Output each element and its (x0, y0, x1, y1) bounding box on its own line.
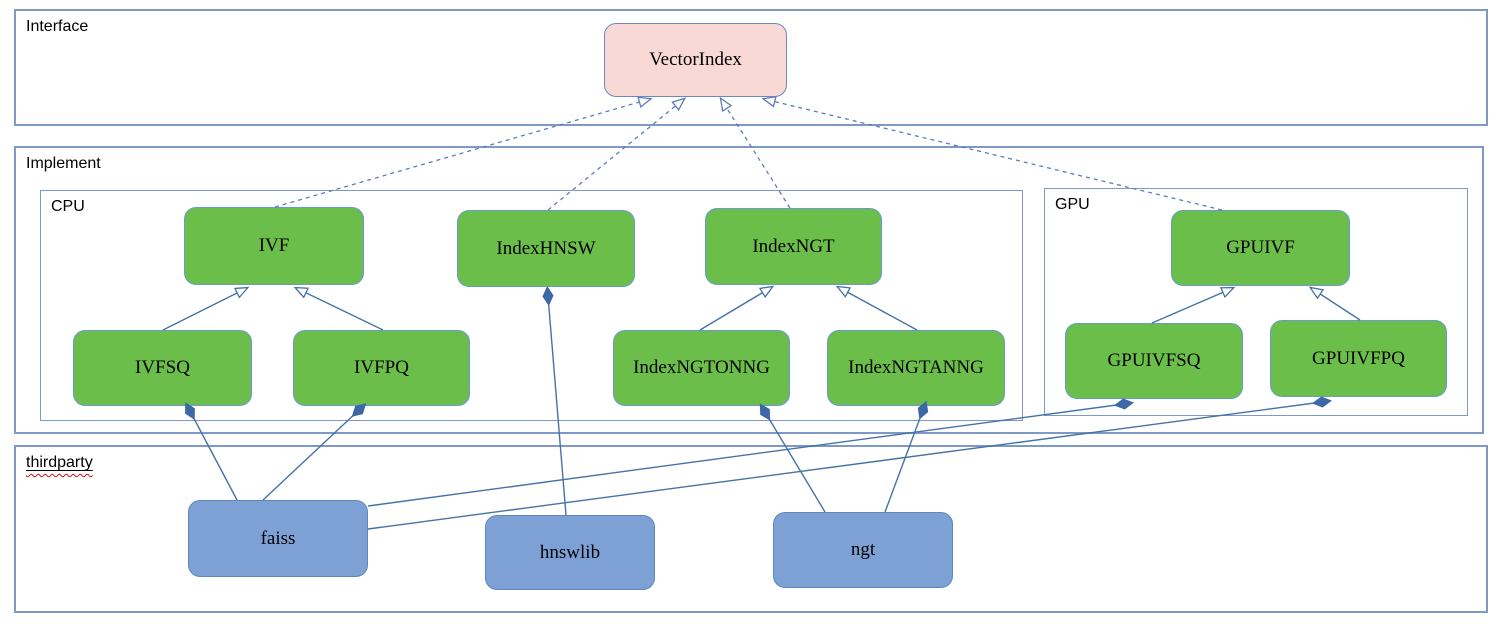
node-vectorindex-label: VectorIndex (649, 49, 742, 70)
container-gpu-label: GPU (1055, 196, 1090, 213)
container-implement-label: Implement (26, 155, 101, 172)
node-gpuivfpq: GPUIVFPQ (1270, 320, 1447, 397)
node-gpuivfpq-label: GPUIVFPQ (1312, 347, 1405, 369)
node-hnswlib-label: hnswlib (539, 541, 601, 563)
node-ivfsq: IVFSQ (73, 330, 252, 406)
node-faiss: faiss (188, 500, 368, 577)
node-indexngtanng: IndexNGTANNG (827, 330, 1005, 406)
node-gpuivfsq: GPUIVFSQ (1065, 323, 1243, 399)
container-interface-label: Interface (26, 18, 89, 35)
node-ivf-label: IVF (258, 235, 290, 256)
node-gpuivf: GPUIVF (1171, 210, 1350, 286)
node-indexhnsw: IndexHNSW (457, 210, 635, 287)
node-vectorindex: VectorIndex (604, 23, 787, 97)
node-ivf: IVF (184, 207, 364, 285)
node-indexngtanng-label: IndexNGTANNG (848, 357, 984, 378)
spellcheck-squiggle: thirdparty (26, 454, 93, 471)
node-ivfpq-label: IVFPQ (354, 357, 409, 378)
node-ngt: ngt (773, 512, 953, 588)
node-ngt-label: ngt (850, 539, 876, 560)
node-hnswlib: hnswlib (485, 515, 655, 590)
container-thirdparty-label: thirdparty (26, 454, 93, 472)
node-indexngt: IndexNGT (705, 208, 882, 285)
node-indexngtonng-label: IndexNGTONNG (633, 357, 770, 378)
node-ivfsq-label: IVFSQ (135, 357, 190, 378)
node-ivfpq: IVFPQ (293, 330, 470, 406)
node-indexngtonng: IndexNGTONNG (613, 330, 790, 406)
node-gpuivf-label: GPUIVF (1226, 237, 1295, 258)
node-faiss-label: faiss (260, 527, 296, 549)
container-cpu-label: CPU (51, 198, 85, 215)
node-indexngt-label: IndexNGT (752, 235, 835, 257)
node-gpuivfsq-label: GPUIVFSQ (1107, 350, 1201, 371)
node-indexhnsw-label: IndexHNSW (496, 237, 596, 259)
